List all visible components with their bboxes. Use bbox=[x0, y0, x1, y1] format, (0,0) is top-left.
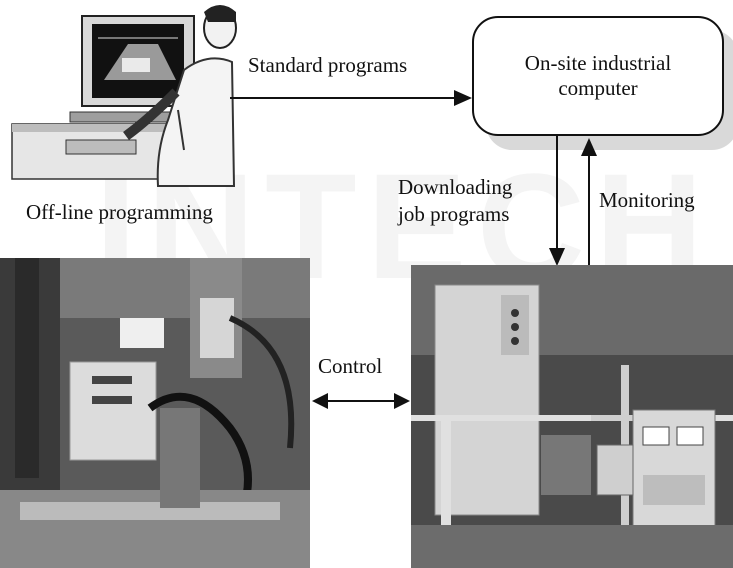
standard-programs-arrow bbox=[230, 90, 472, 106]
downloading-arrow bbox=[549, 136, 565, 266]
monitoring-arrow bbox=[581, 138, 597, 268]
industrial-computer-box: On-site industrial computer bbox=[472, 16, 724, 136]
industrial-computer-label-line2: computer bbox=[558, 76, 638, 100]
offline-programming-label: Off-line programming bbox=[26, 200, 213, 224]
monitoring-label: Monitoring bbox=[599, 188, 695, 212]
downloading-label-line2: job programs bbox=[398, 202, 510, 226]
control-arrow bbox=[312, 393, 410, 409]
control-label: Control bbox=[318, 354, 383, 378]
standard-programs-label: Standard programs bbox=[248, 53, 408, 77]
robot-controller-photo bbox=[411, 265, 733, 568]
downloading-label-line1: Downloading bbox=[398, 175, 513, 199]
welding-robot-photo bbox=[0, 258, 310, 568]
offline-programming-illustration bbox=[11, 5, 237, 187]
industrial-computer-label-line1: On-site industrial bbox=[524, 51, 672, 75]
